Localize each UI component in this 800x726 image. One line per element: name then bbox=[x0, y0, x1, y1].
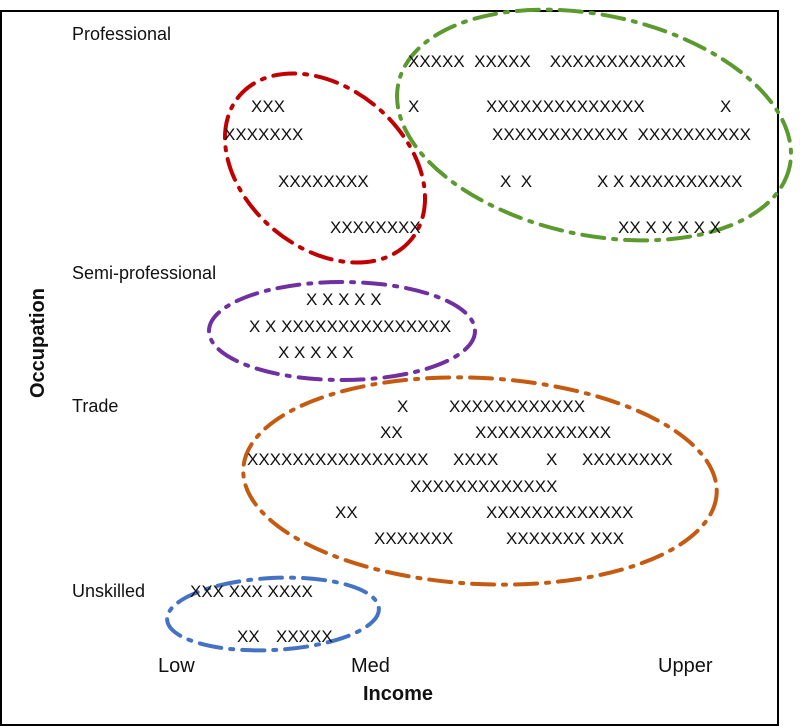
category-label-professional: Professional bbox=[72, 24, 171, 44]
cluster-row: XXX bbox=[251, 97, 285, 116]
category-label-semi-professional: Semi-professional bbox=[72, 263, 216, 283]
cluster-ellipse-trade bbox=[241, 375, 719, 587]
plot-frame bbox=[0, 10, 779, 726]
cluster-row: XX bbox=[237, 627, 260, 646]
cluster-ellipse-unskilled bbox=[165, 575, 381, 653]
cluster-row: X bbox=[408, 97, 419, 116]
x-axis-title: Income bbox=[363, 683, 433, 705]
cluster-row: X X XXXXXXXXXXXXXXX bbox=[249, 317, 451, 336]
cluster-ellipse-semi-professional bbox=[207, 280, 477, 382]
cluster-row: XXXXXXX bbox=[224, 125, 303, 144]
cluster-row: XXXXX bbox=[276, 627, 333, 646]
cluster-row: XXXXXXXX bbox=[330, 218, 421, 237]
cluster-row: XXXXXXXXXXXX XXXXXXXXXX bbox=[492, 125, 751, 144]
cluster-row: XXXXXXXXXXXXX bbox=[486, 503, 633, 522]
cluster-row: XX bbox=[380, 423, 403, 442]
cluster-row: X bbox=[397, 397, 408, 416]
cluster-row: X X bbox=[500, 172, 532, 191]
x-tick-low: Low bbox=[158, 655, 195, 677]
cluster-row: XXXXXXXXXXXXXX bbox=[486, 97, 645, 116]
cluster-row: XXXXXXXX bbox=[278, 172, 369, 191]
cluster-row: XXXXXXXXXXXX bbox=[475, 423, 611, 442]
cluster-row: XXXXX XXXXX XXXXXXXXXXXX bbox=[408, 52, 686, 71]
cluster-row: X bbox=[720, 97, 731, 116]
cluster-row: XXXX bbox=[453, 450, 498, 469]
cluster-row: X X X X X bbox=[306, 290, 382, 309]
cluster-row: XXXXXXXX bbox=[582, 450, 673, 469]
cluster-ellipse-professional-high-income bbox=[395, 7, 793, 243]
category-label-trade: Trade bbox=[72, 396, 118, 416]
cluster-row: XXXXXXXXXXXXX bbox=[410, 477, 557, 496]
cluster-row: XXXXXXX XXX bbox=[506, 529, 624, 548]
cluster-row: XXXXXXX bbox=[374, 529, 453, 548]
cluster-ellipse-professional-low-income bbox=[222, 71, 428, 265]
cluster-row: X X XXXXXXXXXX bbox=[597, 172, 743, 191]
x-tick-med: Med bbox=[351, 655, 390, 677]
cluster-row: XXXXXXXXXXXXXXXX bbox=[247, 450, 428, 469]
x-tick-upper: Upper bbox=[658, 655, 713, 677]
cluster-row: XXX XXX XXXX bbox=[190, 582, 313, 601]
cluster-row: X X X X X bbox=[278, 343, 354, 362]
category-label-unskilled: Unskilled bbox=[72, 581, 145, 601]
cluster-row: XXXXXXXXXXXX bbox=[449, 397, 585, 416]
cluster-row: XX bbox=[335, 503, 358, 522]
cluster-row: X bbox=[546, 450, 557, 469]
y-axis-title: Occupation bbox=[27, 288, 49, 398]
cluster-row: XX X X X X X bbox=[618, 218, 721, 237]
